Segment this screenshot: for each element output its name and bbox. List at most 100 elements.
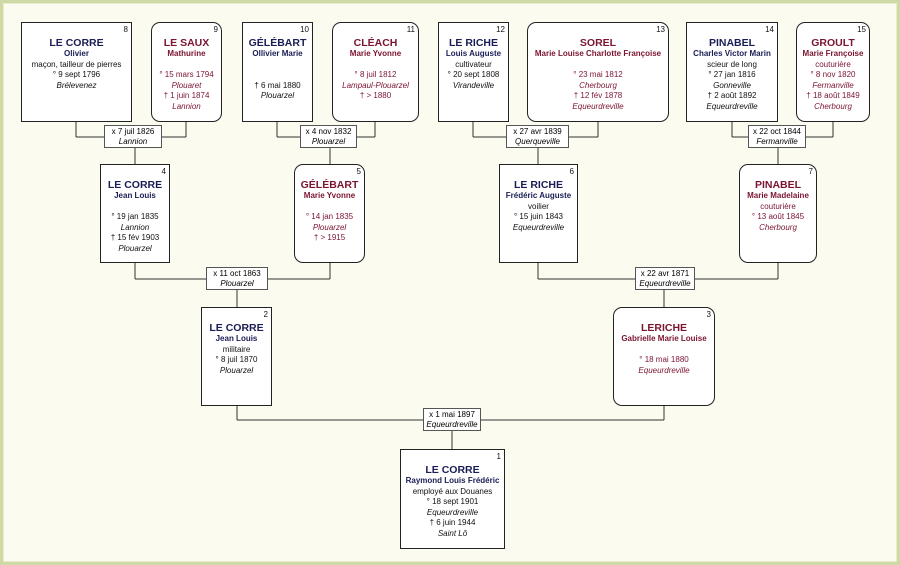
person-surname: GÉLÉBART: [248, 37, 307, 49]
marriage-date: x 27 avr 1839: [513, 127, 562, 136]
person-detail: [101, 202, 169, 213]
marriage-place: Lannion: [118, 137, 148, 146]
person-death: † 6 juin 1944: [429, 518, 476, 527]
person-detail: [243, 60, 312, 71]
marriage-place: Querqueville: [515, 137, 560, 146]
generation-number: 2: [263, 310, 268, 319]
person-given-names: Marie Yvonne: [303, 191, 356, 200]
marriage-place: Equeurdreville: [426, 420, 478, 429]
generation-number: 7: [808, 167, 813, 176]
person-detail: militaire: [222, 344, 251, 354]
person-place: Brélevenez: [56, 80, 97, 90]
person-given-names: Marie Madelaine: [747, 191, 809, 200]
person-place: Cherbourg: [759, 222, 797, 232]
person-birth: ° 14 jan 1835: [305, 212, 354, 221]
person-surname: LERICHE: [640, 322, 688, 334]
person-surname: PINABEL: [708, 37, 756, 49]
person-given-names: Frédéric Auguste: [505, 191, 572, 200]
person-place: Plouarzel: [260, 91, 295, 100]
person-detail: voilier: [528, 201, 549, 211]
person-surname: GROULT: [811, 37, 855, 49]
marriage-place: Plouarzel: [220, 279, 254, 288]
person-birth: ° 13 août 1845: [751, 212, 805, 221]
person-place: Lannion: [172, 101, 201, 111]
generation-number: 6: [569, 167, 574, 176]
person-birth: ° 18 sept 1901: [426, 497, 479, 506]
person-birth: ° 19 jan 1835: [111, 212, 159, 221]
person-place: Equeurdreville: [706, 101, 758, 111]
person-place: Plouarzel: [118, 243, 152, 253]
person-birth: ° 20 sept 1808: [447, 70, 500, 79]
person-birth: ° 9 sept 1796: [52, 70, 101, 79]
person-birth: ° 8 nov 1820: [810, 70, 856, 79]
person-detail: employé aux Douanes: [412, 486, 493, 496]
person-place: Gonneville: [713, 80, 751, 90]
person-birth: ° 8 juil 1870: [215, 355, 258, 364]
person-place: Cherbourg: [814, 101, 852, 111]
person-detail: couturière: [760, 201, 796, 211]
generation-number: 8: [123, 25, 128, 34]
person-death: † > 1880: [359, 91, 392, 100]
person-place: Plouaret: [171, 80, 202, 90]
marriage-date: x 7 juil 1826: [111, 127, 155, 136]
person-place: Equeurdreville: [512, 222, 565, 232]
person-birth: ° 15 mars 1794: [159, 70, 214, 79]
person-surname: SOREL: [579, 37, 617, 49]
person-detail: maçon, tailleur de pierres: [31, 59, 122, 69]
person-detail: cultivateur: [455, 59, 492, 69]
generation-number: 10: [300, 25, 309, 34]
person-death: † 2 août 1892: [707, 91, 757, 100]
person-birth: ° 18 mai 1880: [639, 355, 689, 364]
person-surname: LE CORRE: [209, 322, 264, 334]
marriage-date: x 22 oct 1844: [752, 127, 802, 136]
person-place: Lampaul-Plouarzel: [342, 80, 409, 90]
person-place: Equeurdreville: [638, 365, 690, 375]
person-place: Lannion: [120, 222, 150, 232]
marriage-date: x 1 mai 1897: [429, 410, 475, 419]
person-death: † 18 août 1849: [806, 91, 860, 100]
person-birth: ° 15 juin 1843: [513, 212, 563, 221]
person-surname: GÉLÉBART: [300, 179, 359, 191]
person-detail: [333, 60, 418, 71]
person-given-names: Olivier: [64, 49, 89, 58]
marriage-date: x 11 oct 1863: [213, 269, 261, 278]
person-given-names: Marie Yvonne: [349, 49, 402, 58]
person-given-names: Marie Louise Charlotte Françoise: [534, 49, 662, 58]
generation-number: 11: [406, 25, 415, 34]
person-place: Cherbourg: [579, 80, 617, 90]
marriage-place: Equeurdreville: [639, 279, 691, 288]
person-detail: scieur de long: [707, 59, 757, 69]
generation-number: 5: [356, 167, 361, 176]
generation-number: 12: [496, 25, 505, 34]
person-given-names: Raymond Louis Frédéric: [405, 476, 500, 485]
generation-number: 14: [765, 25, 774, 34]
person-detail: [152, 60, 221, 71]
person-death: † 12 fév 1878: [573, 91, 623, 100]
person-given-names: Marie Françoise: [802, 49, 864, 58]
person-given-names: Gabrielle Marie Louise: [621, 334, 707, 343]
person-given-names: Louis Auguste: [445, 49, 502, 58]
